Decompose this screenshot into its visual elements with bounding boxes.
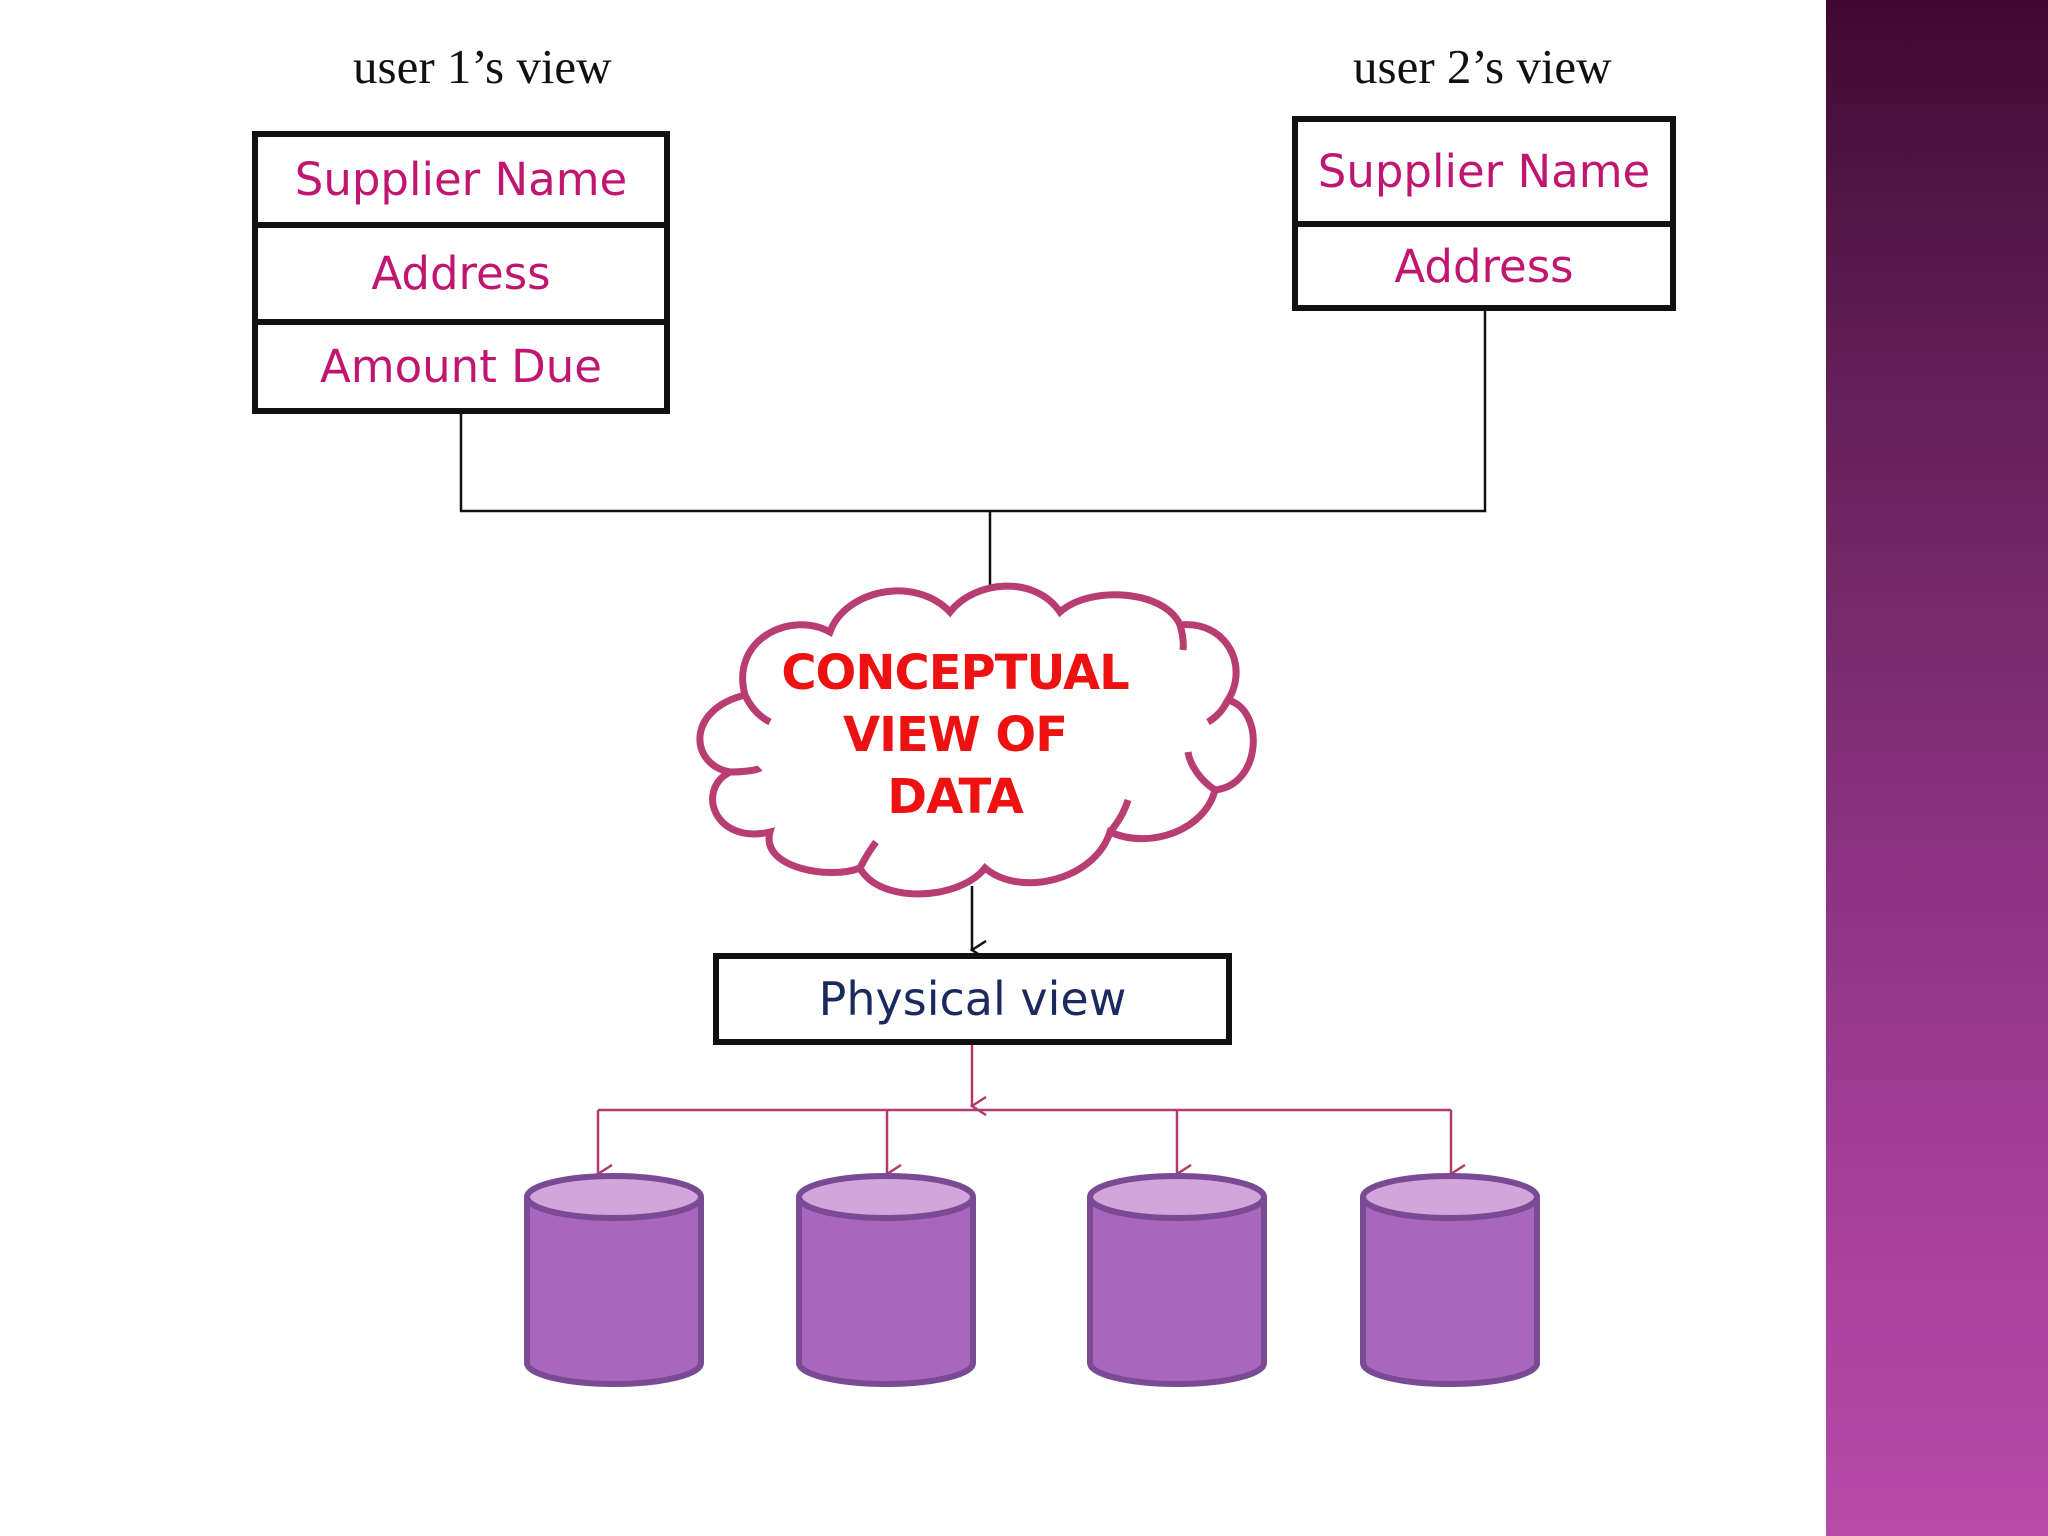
user1-field-address: Address [258, 228, 664, 325]
conceptual-cloud-shape [696, 582, 1257, 898]
physical-view-box: Physical view [713, 953, 1232, 1045]
decorative-sidebar [1826, 0, 2048, 1536]
conceptual-line-3: DATA [887, 769, 1023, 825]
conceptual-line-1: CONCEPTUAL [781, 645, 1129, 701]
user1-connector [459, 412, 990, 513]
user2-field-supplier-name: Supplier Name [1298, 122, 1670, 227]
user2-fields-box: Supplier Name Address [1292, 116, 1676, 311]
storage-cylinder-4 [1360, 1173, 1540, 1387]
user1-view-heading: user 1’s view [353, 39, 612, 94]
user1-field-supplier-name: Supplier Name [258, 137, 664, 228]
conceptual-view-label: CONCEPTUAL VIEW OF DATA [760, 642, 1150, 828]
user1-fields-box: Supplier Name Address Amount Due [252, 131, 670, 414]
storage-cylinder-1 [524, 1173, 704, 1387]
storage-cylinder-2 [796, 1173, 976, 1387]
user2-field-address: Address [1394, 239, 1574, 293]
storage-cylinder-3 [1087, 1173, 1267, 1387]
conceptual-line-2: VIEW OF [842, 707, 1068, 763]
user2-connector [990, 309, 1487, 513]
user1-field-amount-due: Amount Due [320, 340, 602, 393]
user2-view-heading: user 2’s view [1353, 39, 1612, 94]
physical-view-label: Physical view [818, 972, 1127, 1026]
